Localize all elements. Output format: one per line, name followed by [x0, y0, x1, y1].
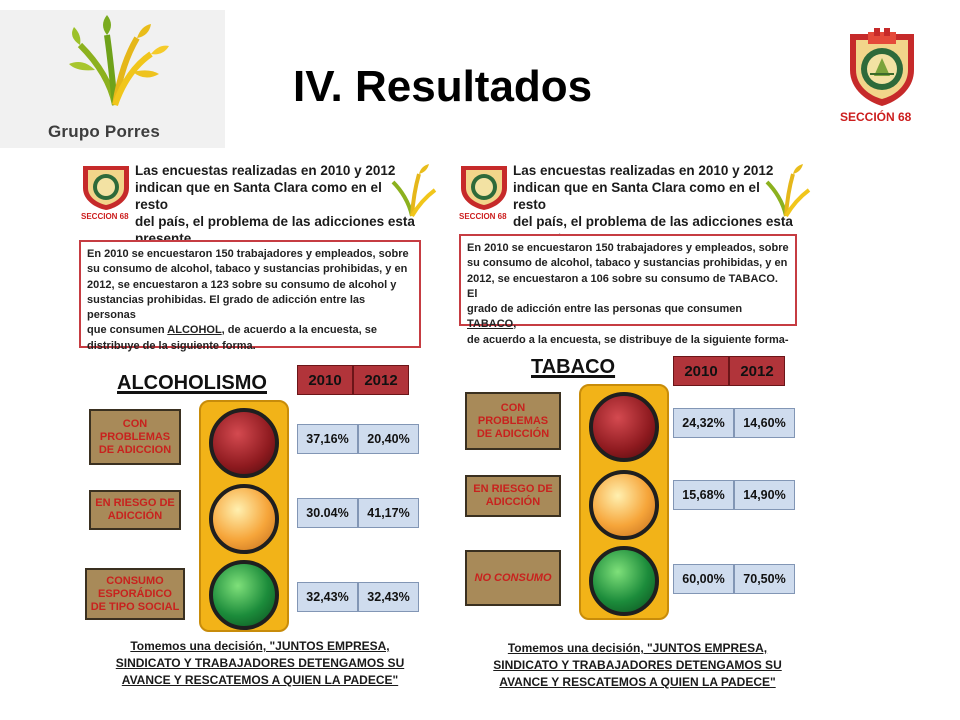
footer-line: SINDICATO Y TRABAJADORES DETENGAMOS SU: [493, 658, 782, 672]
alcoholismo-panel: SECCION 68 Las encuestas realizadas en 2…: [75, 150, 445, 710]
value-2012: 32,43%: [358, 582, 419, 612]
year-2012-header: 2012: [729, 356, 785, 386]
intro-line: indican que en Santa Clara como en el re…: [135, 180, 382, 212]
category-label: CON PROBLEMAS DE ADICCION: [89, 409, 181, 465]
intro-text: Las encuestas realizadas en 2010 y 2012 …: [513, 162, 793, 247]
cane-plant-icon: [765, 164, 811, 218]
yellow-light: [589, 470, 659, 540]
category-label: NO CONSUMO: [465, 550, 561, 606]
footer-line: AVANCE Y RESCATEMOS A QUIEN LA PADECE": [499, 675, 776, 689]
text-segment: , de acuerdo a la encuesta, se: [221, 324, 377, 337]
footer-line: SINDICATO Y TRABAJADORES DETENGAMOS SU: [115, 656, 405, 670]
value-2012: 14,60%: [734, 408, 795, 438]
description-line: distribuye de la siguiente forma.: [87, 339, 256, 352]
category-label: CON PROBLEMAS DE ADICCIÓN: [465, 392, 561, 450]
value-2012: 70,50%: [734, 564, 795, 594]
value-row: 24,32% 14,60%: [673, 408, 795, 438]
green-light: [589, 546, 659, 616]
text-segment: ,: [513, 318, 517, 331]
value-row: 15,68% 14,90%: [673, 480, 795, 510]
value-2012: 20,40%: [358, 424, 419, 454]
value-2012: 41,17%: [358, 498, 419, 528]
value-row: 60,00% 70,50%: [673, 564, 795, 594]
text-segment: grado de adicción entre las personas que…: [467, 303, 743, 316]
year-header: 2010 2012: [297, 365, 409, 395]
category-label: EN RIESGO DE ADICCIÓN: [465, 475, 561, 517]
traffic-light: [199, 400, 289, 632]
category-label: EN RIESGO DE ADICCIÓN: [89, 490, 181, 530]
description-line: sustancias prohibidas. El grado de adicc…: [87, 293, 366, 322]
call-to-action: Tomemos una decisión, "JUNTOS EMPRESA, S…: [75, 638, 445, 689]
survey-description-box: En 2010 se encuestaron 150 trabajadores …: [459, 234, 797, 346]
underlined-word: TABACO: [467, 318, 514, 331]
description-line: 2012, se encuestaron a 106 sobre su cons…: [467, 272, 778, 300]
value-2010: 30.04%: [297, 498, 358, 528]
footer-line: AVANCE Y RESCATEMOS A QUIEN LA PADECE": [121, 673, 399, 687]
intro-text: Las encuestas realizadas en 2010 y 2012 …: [135, 162, 415, 247]
small-crest-label: SECCION 68: [81, 212, 129, 221]
category-label: CONSUMO ESPORÁDICO DE TIPO SOCIAL: [85, 568, 185, 620]
brand-name: Grupo Porres: [48, 122, 160, 141]
intro-line: del país, el problema de las adicciones …: [135, 214, 415, 229]
value-2010: 60,00%: [673, 564, 734, 594]
footer-line: Tomemos una decisión, "JUNTOS EMPRESA,: [130, 639, 390, 653]
call-to-action: Tomemos una decisión, "JUNTOS EMPRESA, S…: [455, 640, 820, 691]
value-row: 30.04% 41,17%: [297, 498, 419, 528]
value-2010: 32,43%: [297, 582, 358, 612]
intro-line: indican que en Santa Clara como en el re…: [513, 180, 760, 212]
intro-line: del país, el problema de las adicciones …: [513, 214, 793, 229]
value-row: 37,16% 20,40%: [297, 424, 419, 454]
description-line: de acuerdo a la encuesta, se distribuye …: [467, 333, 789, 346]
value-2010: 24,32%: [673, 408, 734, 438]
red-light: [589, 392, 659, 462]
survey-description-box: En 2010 se encuestaron 150 trabajadores …: [79, 240, 421, 352]
year-2012-header: 2012: [353, 365, 409, 395]
small-crest-icon: SECCION 68: [459, 162, 511, 224]
description-line: su consumo de alcohol, tabaco y sustanci…: [467, 257, 788, 270]
red-light: [209, 408, 279, 478]
intro-line: Las encuestas realizadas en 2010 y 2012: [135, 163, 396, 178]
small-crest-icon: SECCION 68: [81, 162, 133, 224]
tabaco-panel: SECCION 68 Las encuestas realizadas en 2…: [455, 150, 820, 710]
description-line: En 2010 se encuestaron 150 trabajadores …: [467, 242, 789, 254]
text-segment: que consumen: [87, 324, 168, 337]
yellow-light: [209, 484, 279, 554]
cane-plant-icon: [69, 15, 169, 106]
intro-line: Las encuestas realizadas en 2010 y 2012: [513, 163, 774, 178]
value-2012: 14,90%: [734, 480, 795, 510]
traffic-light: [579, 384, 669, 620]
description-line: su consumo de alcohol, tabaco y sustanci…: [87, 263, 408, 276]
page-title: IV. Resultados: [293, 62, 593, 111]
underlined-word: ALCOHOL: [167, 324, 222, 337]
value-2010: 15,68%: [673, 480, 734, 510]
description-line: que consumen ALCOHOL, de acuerdo a la en…: [87, 323, 413, 338]
small-crest-label: SECCION 68: [459, 212, 507, 221]
seccion-68-label: SECCIÓN 68: [840, 110, 912, 124]
year-2010-header: 2010: [297, 365, 353, 395]
seccion-68-crest-icon: [850, 28, 914, 106]
section-heading: TABACO: [531, 356, 616, 378]
value-2010: 37,16%: [297, 424, 358, 454]
description-line: grado de adicción entre las personas que…: [467, 302, 789, 333]
description-line: 2012, se encuestaron a 123 sobre su cons…: [87, 278, 397, 291]
value-row: 32,43% 32,43%: [297, 582, 419, 612]
year-header: 2010 2012: [673, 356, 785, 386]
green-light: [209, 560, 279, 630]
description-line: En 2010 se encuestaron 150 trabajadores …: [87, 248, 409, 260]
section-heading: ALCOHOLISMO: [117, 372, 267, 394]
grupo-porres-logo: Grupo Porres: [0, 10, 225, 148]
year-2010-header: 2010: [673, 356, 729, 386]
footer-line: Tomemos una decisión, "JUNTOS EMPRESA,: [507, 641, 768, 655]
cane-plant-icon: [391, 164, 437, 218]
